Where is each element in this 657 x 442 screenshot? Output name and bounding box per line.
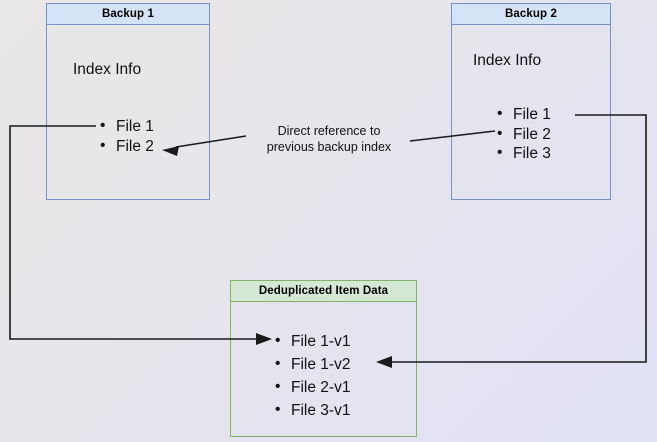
direct-reference-annotation: Direct reference to previous backup inde… bbox=[249, 124, 409, 155]
deduplicated-item-data-header: Deduplicated Item Data bbox=[230, 280, 417, 302]
list-item: File 3-v1 bbox=[275, 398, 350, 422]
backup-2-file-list: File 1 File 2 File 3 bbox=[497, 104, 551, 164]
backup-1-file-list: File 1 File 2 bbox=[100, 116, 154, 157]
direct-reference-line-1: Direct reference to bbox=[277, 124, 381, 138]
list-item: File 2-v1 bbox=[275, 375, 350, 399]
backup-2-header: Backup 2 bbox=[451, 3, 611, 25]
deduplicated-item-list: File 1-v1 File 1-v2 File 2-v1 File 3-v1 bbox=[275, 329, 350, 422]
backup-1-header-label: Backup 1 bbox=[102, 8, 154, 20]
backup-2-index-info-label: Index Info bbox=[473, 52, 542, 69]
list-item: File 2 bbox=[497, 124, 551, 145]
backup-2-header-label: Backup 2 bbox=[505, 8, 557, 20]
list-item: File 3 bbox=[497, 143, 551, 164]
direct-reference-line-2: previous backup index bbox=[266, 139, 392, 154]
list-item: File 1 bbox=[497, 104, 551, 125]
backup-1-header: Backup 1 bbox=[46, 3, 210, 25]
list-item: File 2 bbox=[100, 136, 154, 157]
list-item: File 1-v2 bbox=[275, 352, 350, 376]
backup-1-index-info-label: Index Info bbox=[73, 61, 142, 78]
list-item: File 1 bbox=[100, 116, 154, 137]
backup-1-body bbox=[46, 24, 210, 200]
deduplicated-item-data-header-label: Deduplicated Item Data bbox=[258, 285, 389, 297]
deduplicated-item-data-body bbox=[230, 301, 417, 437]
list-item: File 1-v1 bbox=[275, 329, 350, 353]
